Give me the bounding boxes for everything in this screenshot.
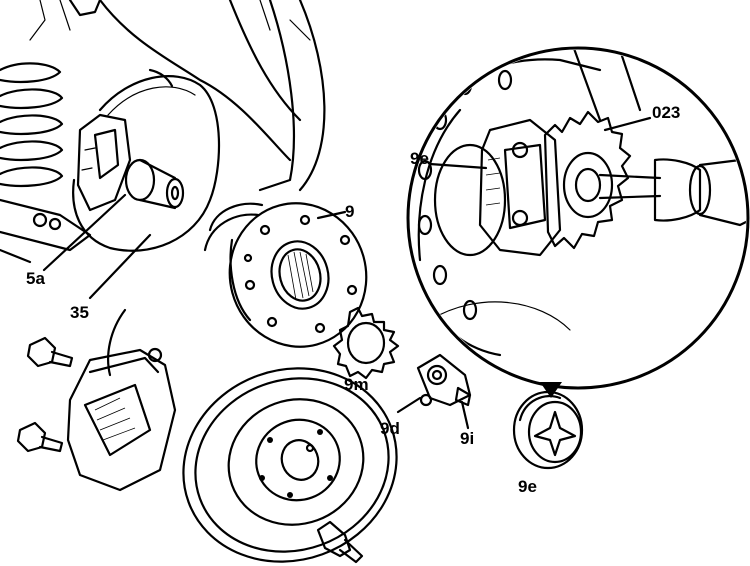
leader-9 (316, 210, 347, 220)
label-9d: 9d (380, 419, 400, 438)
leader-023 (603, 116, 652, 132)
leader-5a (42, 193, 127, 272)
label-35: 35 (70, 303, 89, 322)
magnified-inset (406, 46, 750, 398)
clamp-nut-9d (416, 353, 472, 407)
disc-bolt (316, 520, 364, 564)
coil-spring (0, 62, 64, 188)
wheel-hub-9 (203, 202, 368, 348)
steering-knuckle (76, 113, 132, 212)
brake-caliper (66, 308, 177, 492)
wheel-spindle-5a (124, 158, 185, 210)
label-023: 023 (652, 103, 681, 122)
label-9m: 9m (344, 375, 369, 394)
label-9i: 9i (460, 429, 475, 448)
leader-9i (460, 400, 470, 430)
gear-ring-9m (332, 306, 400, 380)
caliper-bolt-bottom (16, 421, 64, 453)
label-9e-bottom: 9e (518, 477, 537, 496)
label-5a: 5a (26, 269, 45, 288)
backing-plate-35 (72, 68, 221, 252)
brake-disc (182, 367, 398, 563)
leader-9e-inset (428, 162, 488, 170)
label-9: 9 (345, 202, 355, 221)
caliper-bolt-top (26, 336, 74, 368)
leader-35 (88, 233, 152, 300)
leader-9d (396, 396, 422, 414)
label-9e-inset: 9e (410, 149, 429, 168)
hub-cap-9e (512, 390, 584, 470)
suspension-background (0, 0, 326, 264)
